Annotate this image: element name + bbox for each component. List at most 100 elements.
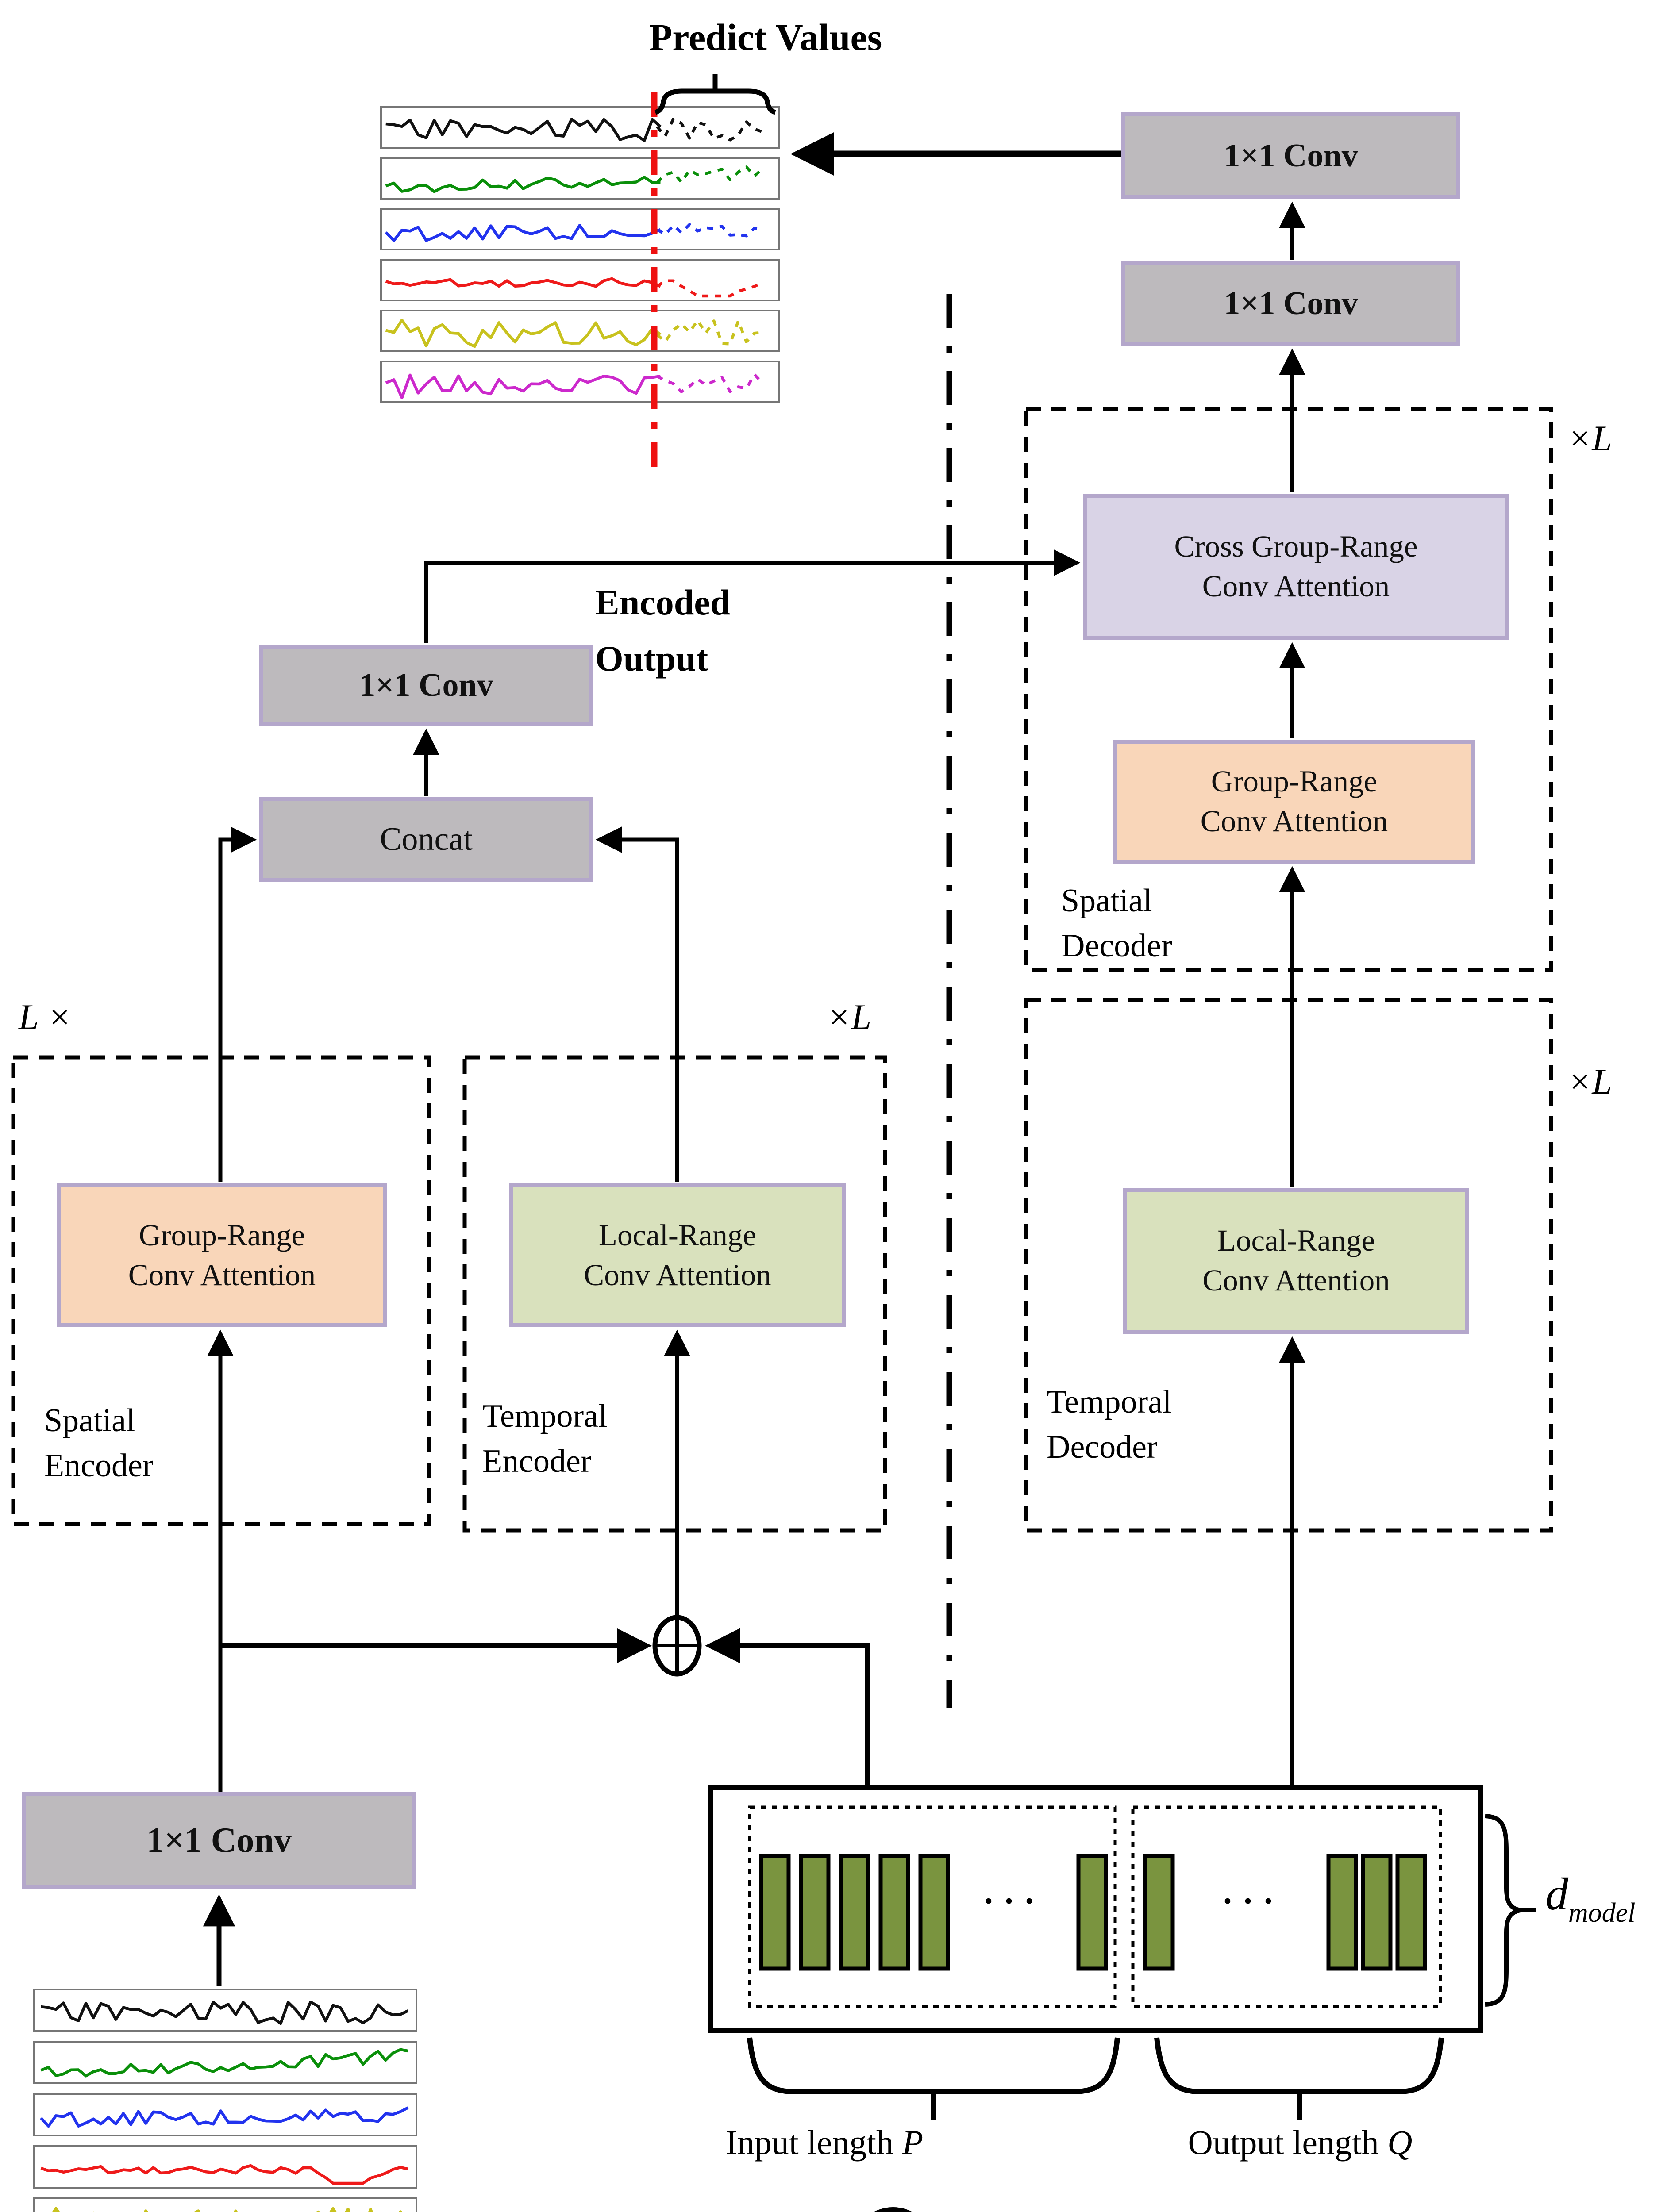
circle-plus-icon [652,1615,702,1677]
decoder-group-range-conv-attention: Group-Range Conv Attention [1113,740,1475,864]
flow-arrows [203,132,1305,1986]
region-line: Temporal [1047,1384,1172,1420]
token-bar [1076,1854,1108,1971]
temporal-decoder-box [1024,998,1553,1533]
d-model-base: d [1545,1869,1568,1920]
region-line: Temporal [482,1398,608,1434]
output-tokens-ellipsis: ··· [1221,1882,1283,1920]
predicted-series-plots [380,106,780,403]
predicted-series-line [656,373,764,393]
region-line: Spatial [44,1402,135,1439]
d-model-label: dmodel [1545,1868,1636,1928]
node-label: Local-Range [1217,1224,1375,1258]
predicted-series-line [656,165,764,184]
repeat-label-temporal-decoder: ×L [1567,1061,1612,1102]
node-label: Conv Attention [1200,804,1388,838]
token-bars [759,1854,1427,1971]
node-label: Group-Range [1211,764,1378,799]
output-length-label: Output length Q [1134,2123,1466,2162]
node-label: 1×1 Conv [1224,137,1358,174]
series-line [40,2164,408,2185]
series-strip-box [380,361,780,403]
token-bar [1395,1854,1427,1971]
series-line [52,2207,402,2212]
predicted-series-line [656,279,763,298]
encoder-local-range-conv-attention: Local-Range Conv Attention [509,1183,846,1327]
node-label: 1×1 Conv [1224,285,1358,322]
node-label: Local-Range [598,1218,757,1252]
series-strip-box [33,2093,417,2136]
node-label: Conv Attention [1202,569,1390,603]
series-strip-box [380,106,780,149]
region-line: Decoder [1047,1429,1158,1466]
sine-wave-circle-icon [873,2207,913,2212]
decoder-local-range-conv-attention: Local-Range Conv Attention [1123,1188,1469,1334]
temporal-decoder-label: Temporal Decoder [1047,1379,1172,1470]
input-tokens-box [748,1805,1117,2008]
encoded-output-label: Encoded Output [595,574,730,687]
series-line [385,176,661,193]
concat-node: Concat [259,797,593,882]
conv-1x1-output-second: 1×1 Conv [1121,261,1460,346]
region-line: Encoder [482,1443,592,1480]
spatial-decoder-label: Spatial Decoder [1061,878,1172,968]
node-label: Concat [380,821,473,858]
series-line [385,319,662,348]
predict-values-title: Predict Values [649,16,882,58]
curly-brace-icon [1485,1814,1536,2007]
node-label: Cross Group-Range [1174,530,1418,564]
series-line [385,118,662,142]
temporal-encoder-label: Temporal Encoder [482,1394,608,1484]
repeat-label-temporal-encoder: ×L [827,997,871,1037]
node-label: Group-Range [139,1218,305,1252]
under-brace-icon [747,2037,1444,2120]
series-line [40,2048,408,2078]
series-strip-box [33,2041,417,2084]
region-line: Decoder [1061,928,1172,964]
token-bar [799,1854,831,1971]
input-tokens-ellipsis: ··· [982,1882,1044,1920]
series-strip-box [380,208,780,250]
conv-1x1-output-top: 1×1 Conv [1121,112,1460,199]
input-length-var: P [902,2123,924,2162]
input-length-text: Input length [725,2123,902,2162]
node-label: Conv Attention [128,1258,316,1292]
input-conv-1x1: 1×1 Conv [22,1792,416,1889]
node-label: Conv Attention [584,1258,771,1292]
predicted-series-line [656,223,763,238]
series-strip-box [380,157,780,200]
spatial-encoder-label: Spatial Encoder [44,1398,154,1488]
series-strip-box [33,1989,417,2032]
series-line [385,373,661,399]
region-line: Encoder [44,1448,154,1484]
encoded-output-line2: Output [595,638,708,679]
continuous-pe-line1: Continuous [1013,2210,1278,2212]
repeat-label-spatial-decoder: ×L [1567,418,1612,458]
node-label: Conv Attention [1202,1263,1390,1297]
repeat-label-spatial-encoder: L × [19,997,72,1037]
encoder-conv-1x1: 1×1 Conv [259,645,593,726]
series-line [385,277,661,288]
token-bar [839,1854,870,1971]
input-length-label: Input length P [670,2123,979,2162]
node-label: 1×1 Conv [359,667,493,703]
spatial-decoder-box [1024,407,1553,972]
token-bar [1143,1854,1175,1971]
output-length-text: Output length [1188,2123,1388,2162]
token-bar [918,1854,950,1971]
region-line: Spatial [1061,883,1152,919]
series-strip-box [33,2197,417,2212]
input-series-plots [33,1989,417,2212]
series-line [385,224,661,242]
over-brace-icon [654,74,776,115]
predicted-series-line [656,117,763,142]
temporal-encoder-box [462,1055,887,1533]
series-line [40,2106,409,2128]
predicted-series-line [656,319,763,346]
node-label: 1×1 Conv [146,1821,292,1860]
cross-group-range-conv-attention: Cross Group-Range Conv Attention [1083,494,1509,640]
output-length-var: Q [1387,2123,1413,2162]
encoder-group-range-conv-attention: Group-Range Conv Attention [57,1183,387,1327]
